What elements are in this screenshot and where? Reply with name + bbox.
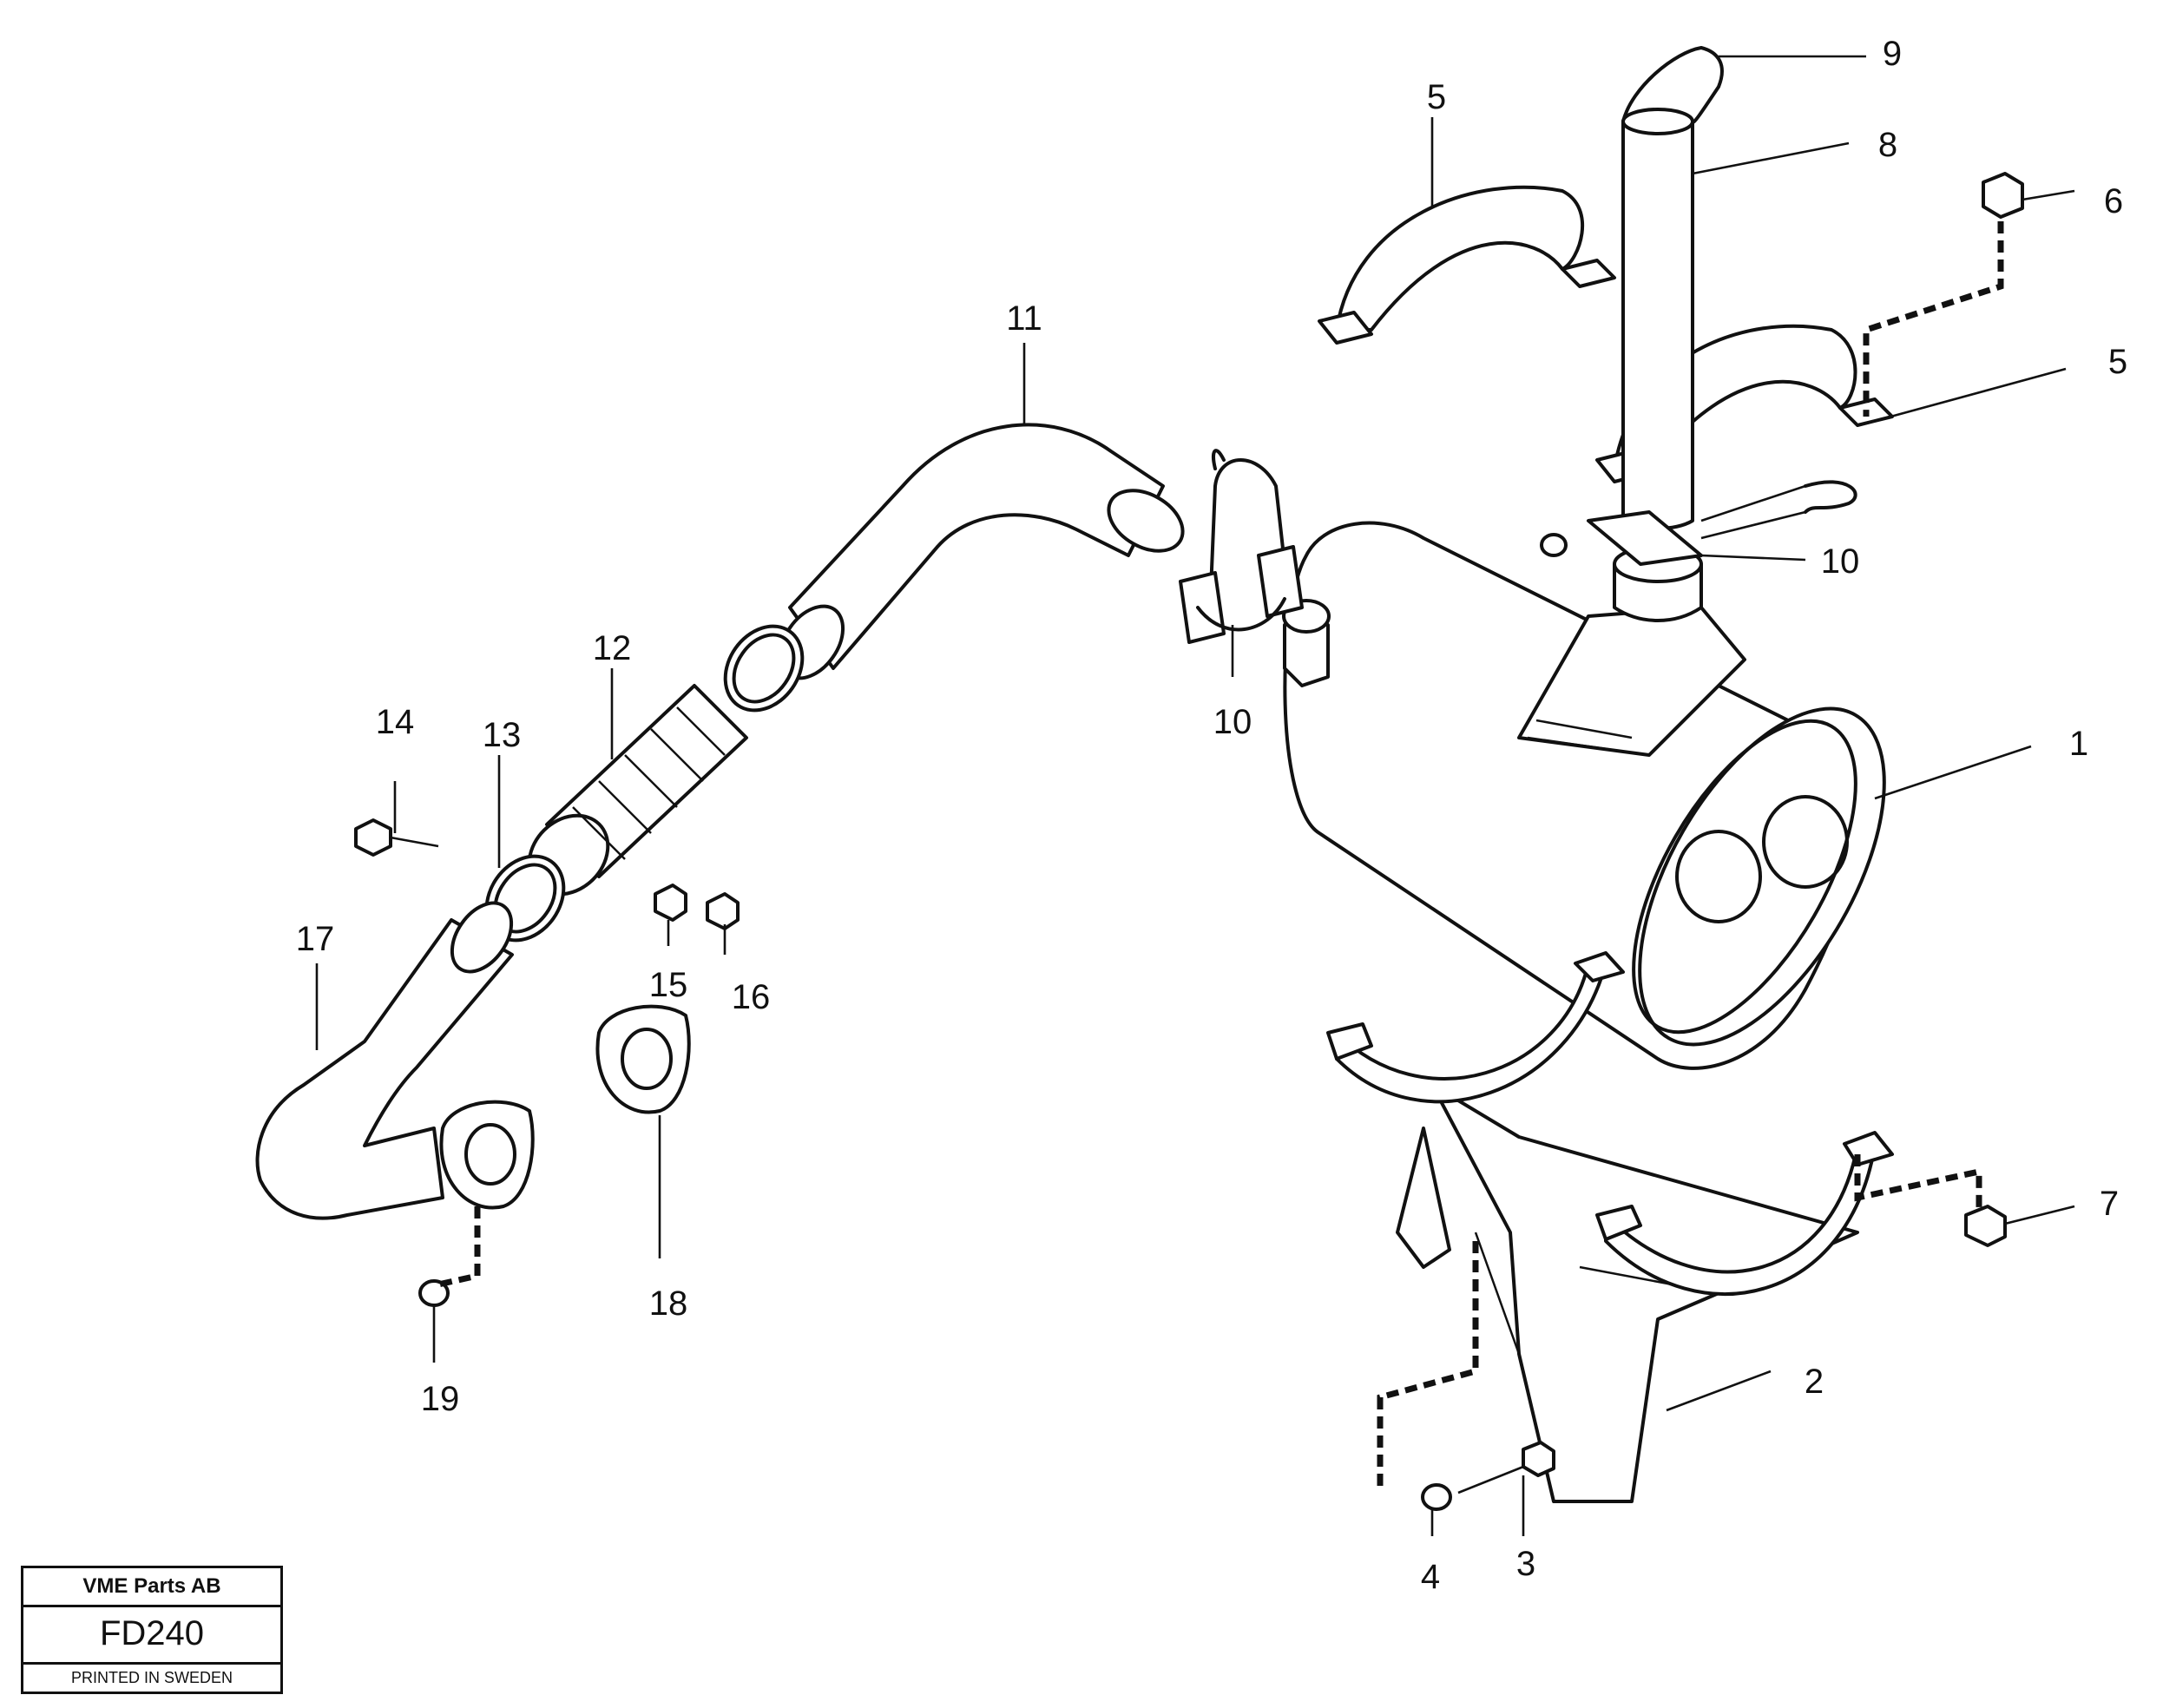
- callout-19: 19: [421, 1380, 460, 1418]
- callout-10a: 10: [1821, 542, 1860, 581]
- lower-pipe: [255, 901, 514, 1220]
- callout-5b: 5: [2108, 343, 2127, 381]
- assembly-lines: [437, 221, 2004, 1493]
- muffler: [1282, 521, 1886, 1070]
- callout-12: 12: [593, 629, 632, 667]
- callout-8: 8: [1878, 126, 1897, 164]
- callout-17: 17: [296, 920, 335, 958]
- printed-note: PRINTED IN SWEDEN: [70, 1669, 233, 1686]
- upper-saddle-clamps: [1318, 185, 1894, 483]
- bent-pipe: [778, 423, 1185, 680]
- leader-lines: [315, 55, 2075, 1536]
- callout-15: 15: [649, 966, 688, 1004]
- fasteners: [354, 172, 2024, 1511]
- callout-5a: 5: [1427, 78, 1446, 116]
- title-block: VME Parts AB FD240 PRINTED IN SWEDEN: [21, 1566, 283, 1694]
- callout-14: 14: [376, 703, 415, 741]
- callout-9: 9: [1883, 35, 1902, 73]
- lower-saddle-clamps: [1326, 951, 1894, 1296]
- callout-labels: 1 2 3 4 5 5 6 7 8 9 10 10 11 12 13 14 15…: [296, 35, 2127, 1596]
- callout-1: 1: [2069, 725, 2088, 763]
- callout-7: 7: [2100, 1185, 2119, 1223]
- callout-16: 16: [732, 978, 771, 1016]
- u-bolt-clamp-lower: [1179, 449, 1304, 644]
- flexible-bellows: [527, 684, 748, 897]
- tail-pipe: [1621, 46, 1724, 530]
- company-name: VME Parts AB: [23, 1568, 280, 1607]
- callout-18: 18: [649, 1284, 688, 1323]
- callout-4: 4: [1421, 1558, 1440, 1596]
- callout-2: 2: [1805, 1363, 1824, 1401]
- callout-11: 11: [1006, 299, 1042, 338]
- callout-13: 13: [483, 716, 522, 754]
- u-bolt-clamp-upper: [1540, 480, 1857, 566]
- drawing-number: FD240: [23, 1605, 280, 1665]
- callout-6: 6: [2104, 182, 2123, 220]
- callout-10b: 10: [1213, 703, 1252, 741]
- bracket-mount: [1396, 1083, 1859, 1503]
- flanges: [439, 1004, 691, 1210]
- callout-3: 3: [1516, 1545, 1535, 1583]
